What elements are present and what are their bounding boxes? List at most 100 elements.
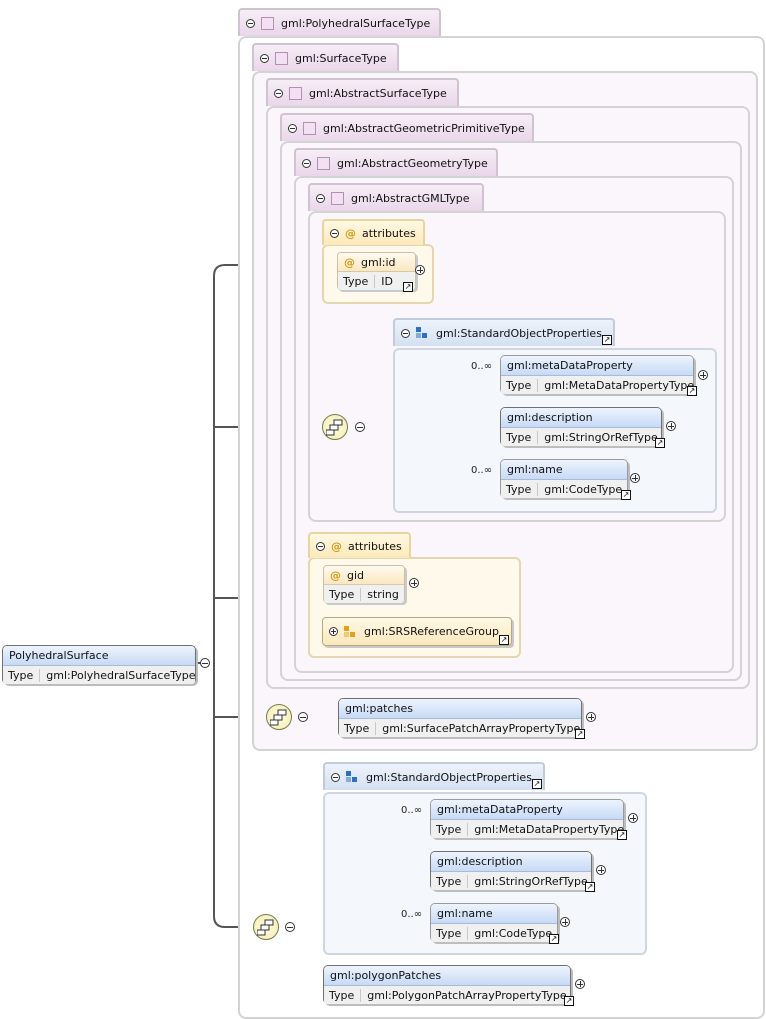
group-title: gml:StandardObjectProperties xyxy=(366,770,532,784)
type-link-icon[interactable] xyxy=(585,882,595,892)
abstract-surface-type-tab[interactable]: gml:AbstractSurfaceType xyxy=(266,78,459,106)
type-label: Type xyxy=(343,274,376,288)
complex-type-icon xyxy=(303,121,316,135)
element-name-label: gml:name xyxy=(507,463,563,476)
type-value: gml:CodeType xyxy=(544,482,623,496)
type-value: gml:MetaDataPropertyType xyxy=(544,378,695,392)
type-link-icon[interactable] xyxy=(617,830,627,840)
group-title: gml:StandardObjectProperties xyxy=(436,326,602,340)
collapse-icon[interactable] xyxy=(246,18,255,28)
sequence-icon[interactable] xyxy=(253,914,279,940)
element-name-label: gml:name xyxy=(437,907,493,920)
abstract-geometric-primitive-type-tab[interactable]: gml:AbstractGeometricPrimitiveType xyxy=(280,113,534,141)
collapse-icon[interactable] xyxy=(274,88,283,98)
collapse-icon[interactable] xyxy=(316,193,325,203)
type-link-icon[interactable] xyxy=(602,335,612,345)
attribute-group-label: gml:SRSReferenceGroup xyxy=(364,625,499,638)
type-link-icon[interactable] xyxy=(621,490,631,500)
element-name: gml:polygonPatches xyxy=(330,969,442,982)
attributes-title: attributes xyxy=(348,539,402,553)
collapse-icon[interactable] xyxy=(401,328,410,338)
complex-type-icon xyxy=(261,16,274,30)
cardinality-label: 0..∞ xyxy=(401,909,423,920)
type-link-icon[interactable] xyxy=(499,635,509,645)
element-name: gml:patches xyxy=(345,702,414,715)
collapse-icon[interactable] xyxy=(355,422,365,432)
attributes-tab[interactable]: @ attributes xyxy=(322,219,425,245)
collapse-icon[interactable] xyxy=(331,772,340,782)
complex-type-icon xyxy=(317,156,330,170)
collapse-icon[interactable] xyxy=(302,158,311,168)
type-value: gml:SurfacePatchArrayPropertyType xyxy=(382,721,581,735)
complex-type-label: gml:AbstractSurfaceType xyxy=(309,86,447,100)
polyhedral-surface-type-tab[interactable]: gml:PolyhedralSurfaceType xyxy=(238,8,441,36)
sequence-icon[interactable] xyxy=(322,414,348,440)
element-name: gml:description xyxy=(437,855,523,868)
abstract-geometry-type-tab[interactable]: gml:AbstractGeometryType xyxy=(294,148,498,176)
attributes-title: attributes xyxy=(362,226,416,240)
expand-icon[interactable] xyxy=(560,917,570,927)
type-link-icon[interactable] xyxy=(532,779,542,789)
type-link-icon[interactable] xyxy=(655,438,665,448)
collapse-icon[interactable] xyxy=(288,123,297,133)
expand-icon[interactable] xyxy=(586,712,596,722)
expand-icon[interactable] xyxy=(628,813,638,823)
expand-icon[interactable] xyxy=(575,979,585,989)
element-name: gml:metaDataProperty xyxy=(437,803,563,816)
sequence-icon[interactable] xyxy=(266,704,292,730)
collapse-icon[interactable] xyxy=(285,922,295,932)
collapse-icon[interactable] xyxy=(316,541,325,551)
cardinality-label: 0..∞ xyxy=(471,361,493,372)
type-value: gml:PolygonPatchArrayPropertyType xyxy=(367,988,567,1002)
element-description[interactable]: gml:description Type gml:StringOrRefType xyxy=(500,407,662,446)
type-link-icon[interactable] xyxy=(403,282,413,292)
cardinality-label: 0..∞ xyxy=(401,805,423,816)
complex-type-label: gml:PolyhedralSurfaceType xyxy=(281,16,431,30)
complex-type-label: gml:SurfaceType xyxy=(295,51,387,65)
type-value: string xyxy=(367,587,399,601)
cardinality-label: 0..∞ xyxy=(471,465,493,476)
element-name: gml:description xyxy=(507,411,593,424)
complex-type-label: gml:AbstractGeometryType xyxy=(337,156,488,170)
type-link-icon[interactable] xyxy=(575,729,585,739)
expand-icon[interactable] xyxy=(415,265,425,275)
collapse-icon[interactable] xyxy=(260,53,269,63)
collapse-icon[interactable] xyxy=(200,658,210,668)
expand-icon[interactable] xyxy=(409,578,419,588)
srs-reference-group[interactable]: gml:SRSReferenceGroup xyxy=(322,617,512,646)
element-patches[interactable]: gml:patches Type gml:SurfacePatchArrayPro… xyxy=(338,698,582,737)
type-link-icon[interactable] xyxy=(687,386,697,396)
attribute-icon: @ xyxy=(344,255,355,269)
attribute-icon: @ xyxy=(331,539,342,553)
collapse-icon[interactable] xyxy=(330,228,339,238)
collapse-icon[interactable] xyxy=(298,712,308,722)
type-label: Type xyxy=(506,378,539,392)
type-link-icon[interactable] xyxy=(549,934,559,944)
expand-icon[interactable] xyxy=(596,865,606,875)
attributes-tab[interactable]: @ attributes xyxy=(308,532,411,558)
standard-object-properties-tab[interactable]: gml:StandardObjectProperties xyxy=(393,318,615,346)
expand-icon[interactable] xyxy=(329,627,338,636)
abstract-gml-type-tab[interactable]: gml:AbstractGMLType xyxy=(308,183,484,211)
type-label: Type xyxy=(506,430,539,444)
type-label: Type xyxy=(344,721,377,735)
type-link-icon[interactable] xyxy=(564,996,574,1006)
surface-type-tab[interactable]: gml:SurfaceType xyxy=(252,43,399,71)
expand-icon[interactable] xyxy=(698,370,708,380)
type-value: gml:StringOrRefType xyxy=(544,430,658,444)
standard-object-properties-tab-2[interactable]: gml:StandardObjectProperties xyxy=(323,762,545,790)
expand-icon[interactable] xyxy=(666,421,676,431)
type-value: gml:PolyhedralSurfaceType xyxy=(46,668,196,682)
expand-icon[interactable] xyxy=(630,473,640,483)
type-label: Type xyxy=(329,587,362,601)
type-value: ID xyxy=(381,274,393,288)
